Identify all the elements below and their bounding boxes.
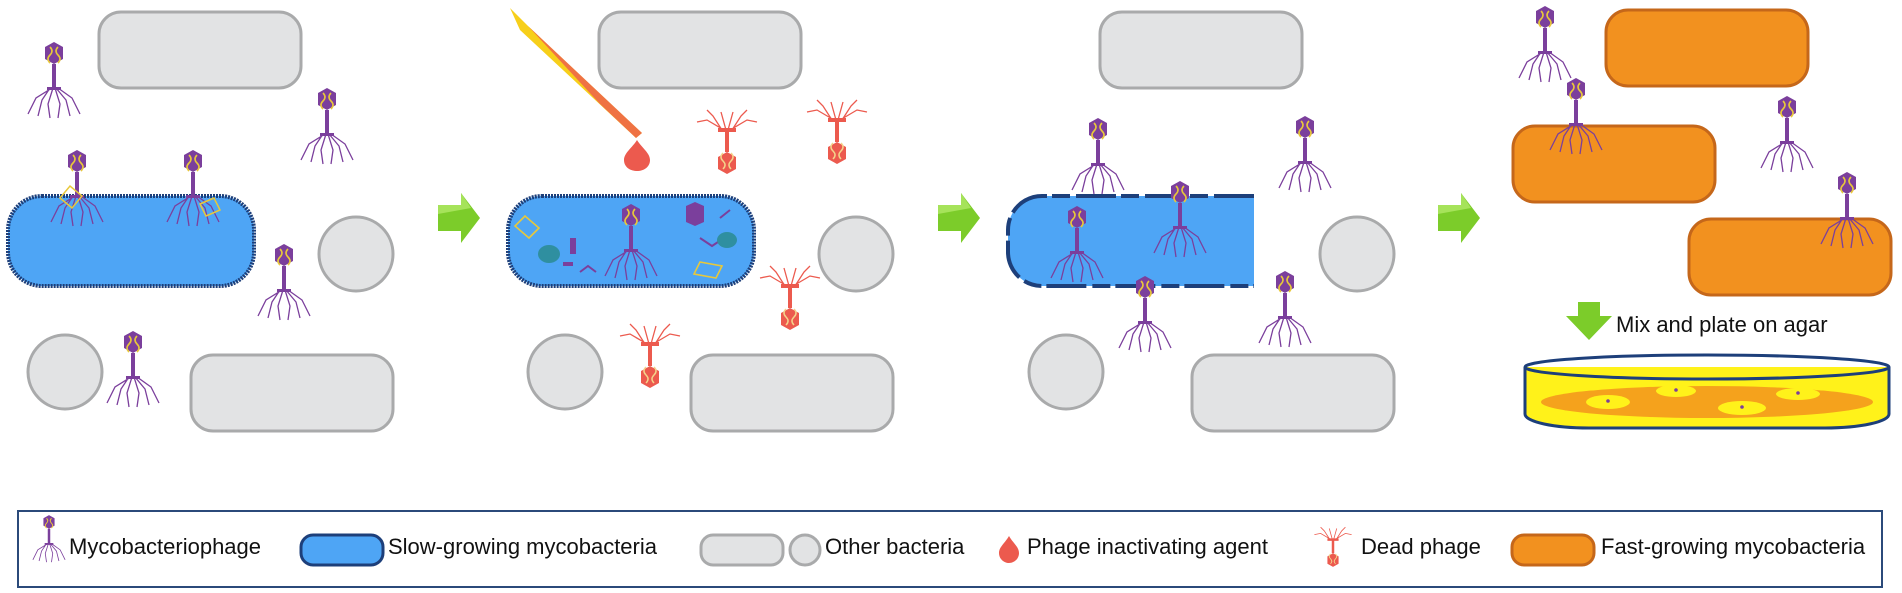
fast-growing-mycobacterium xyxy=(1604,8,1810,88)
phage-icon xyxy=(1760,95,1814,173)
other-bacterium-coccus xyxy=(26,333,104,411)
other-bacterium-rod xyxy=(597,10,803,90)
other-bacterium-coccus xyxy=(1318,215,1396,293)
legend-fast-icon xyxy=(1510,533,1596,567)
legend-fast-label: Fast-growing mycobacteria xyxy=(1601,534,1866,559)
fast-growing-mycobacterium xyxy=(1687,217,1893,297)
legend-other-rod-icon xyxy=(699,533,785,567)
panel-3 xyxy=(1006,10,1396,433)
legend-slow-label: Slow-growing mycobacteria xyxy=(388,534,657,559)
dead-phage-icon xyxy=(806,99,868,165)
legend-agent-label: Phage inactivating agent xyxy=(1027,534,1268,559)
other-bacterium-coccus xyxy=(526,333,604,411)
slow-growing-mycobacterium xyxy=(6,194,256,288)
phage-icon xyxy=(1071,117,1125,195)
phage-icon xyxy=(257,243,311,321)
dead-phage-icon xyxy=(696,109,758,175)
legend-box xyxy=(17,510,1883,588)
panel-4 xyxy=(1511,5,1893,430)
dead-phage-icon xyxy=(619,323,681,389)
legend-dead-label: Dead phage xyxy=(1361,534,1481,559)
legend xyxy=(32,514,1596,568)
other-bacterium-rod xyxy=(1190,353,1396,433)
phage-icon xyxy=(106,330,160,408)
mix-plate-label: Mix and plate on agar xyxy=(1616,312,1828,337)
drop-icon xyxy=(624,140,650,171)
panel-1 xyxy=(6,10,395,433)
arrow-right-icon xyxy=(1438,193,1480,243)
other-bacterium-rod xyxy=(97,10,303,90)
phage-icon xyxy=(1278,115,1332,193)
slow-growing-mycobacterium xyxy=(1006,194,1254,288)
legend-phage-label: Mycobacteriophage xyxy=(69,534,262,559)
phage-icon xyxy=(1518,5,1572,83)
legend-other-coccus-icon xyxy=(788,533,822,567)
arrow-right-icon xyxy=(938,193,980,243)
fast-growing-mycobacterium xyxy=(1511,124,1717,204)
other-bacterium-rod xyxy=(689,353,895,433)
other-bacterium-coccus xyxy=(317,215,395,293)
legend-slow-icon xyxy=(299,533,385,567)
phage-icon xyxy=(1258,270,1312,348)
arrow-down-icon xyxy=(1566,302,1612,340)
other-bacterium-coccus xyxy=(817,215,895,293)
other-bacterium-rod xyxy=(189,353,395,433)
phage-icon xyxy=(300,87,354,165)
panel-2 xyxy=(506,8,895,433)
other-bacterium-rod xyxy=(1098,10,1304,90)
phage-icon xyxy=(27,41,81,119)
legend-drop-icon xyxy=(999,536,1019,563)
arrow-right-icon xyxy=(438,193,480,243)
other-bacterium-coccus xyxy=(1027,333,1105,411)
dead-phage-icon xyxy=(759,265,821,331)
petri-dish-icon xyxy=(1523,353,1891,430)
legend-other-label: Other bacteria xyxy=(825,534,965,559)
